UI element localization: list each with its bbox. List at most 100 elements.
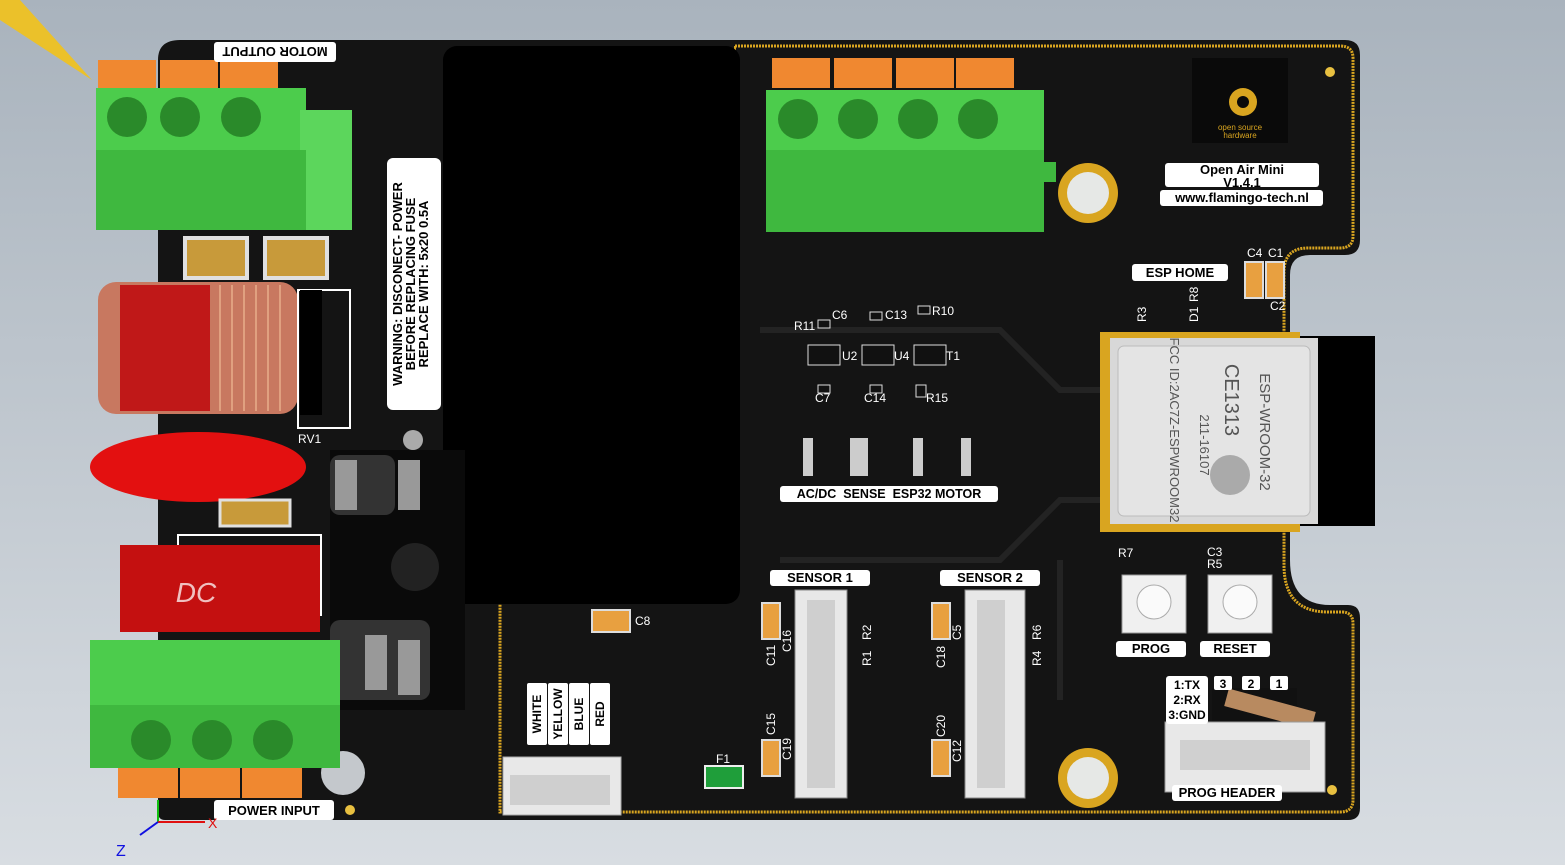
- ref-r8: R8: [1187, 286, 1201, 302]
- warning-label: WARNING: DISCONECT- POWER BEFORE REPLACI…: [390, 182, 431, 386]
- ref-c18: C18: [934, 646, 948, 668]
- axis-indicator: [139, 800, 205, 836]
- status-leds: [803, 438, 971, 476]
- ref-r1: R1: [860, 650, 874, 666]
- ref-c2: C2: [1270, 299, 1286, 313]
- board-version: V1.4.1: [1223, 175, 1261, 190]
- sensor1-label: SENSOR 1: [787, 570, 853, 585]
- smd-cluster: [807, 305, 947, 398]
- reset-button[interactable]: [1207, 574, 1273, 634]
- fuse-holder: [330, 430, 465, 710]
- board-title: Open Air Mini: [1200, 162, 1284, 177]
- mounting-hole-top: [1058, 163, 1118, 223]
- ref-f1: F1: [716, 752, 730, 766]
- prog-header-connector: [1164, 688, 1326, 793]
- cap-small: [218, 498, 292, 528]
- ref-u4: U4: [894, 349, 910, 363]
- cap-c1: [1265, 261, 1285, 299]
- ref-r4: R4: [1030, 650, 1044, 666]
- power-input-label: POWER INPUT: [228, 803, 320, 818]
- pad-dot-3: [345, 805, 355, 815]
- reset-label: RESET: [1213, 641, 1256, 656]
- module-fcc: FCC ID:2AC7Z-ESPWROOM32: [1167, 338, 1182, 523]
- ref-c5: C5: [950, 624, 964, 640]
- sensor2-label: SENSOR 2: [957, 570, 1023, 585]
- cap-c4: [1244, 261, 1264, 299]
- status-leds-label: AC/DC SENSE ESP32 MOTOR: [797, 487, 982, 501]
- label-boxes: [214, 42, 1323, 820]
- wire-yellow: YELLOW: [551, 688, 565, 740]
- ref-c7: C7: [815, 391, 831, 405]
- prog-label: PROG: [1132, 641, 1170, 656]
- cap-left-1: [183, 236, 249, 280]
- pin2-label: 2: [1248, 677, 1255, 691]
- varistor-rv1: [90, 432, 306, 502]
- ref-r15: R15: [926, 391, 948, 405]
- gear-icon: [1229, 88, 1257, 116]
- dc-capacitor: [120, 545, 320, 632]
- inductor: [98, 282, 351, 429]
- sensor2-connector: [964, 589, 1026, 799]
- module-ce: CE1313: [1220, 364, 1242, 436]
- module-brand: ESP-WROOM-32: [1256, 373, 1273, 491]
- prog-button[interactable]: [1121, 574, 1187, 634]
- ref-c19: C19: [780, 738, 794, 760]
- ref-c11: C11: [764, 645, 778, 666]
- cap-left-2: [263, 236, 329, 280]
- axis-x-label: X: [208, 815, 218, 831]
- ref-designators: C6 C13 R10 R11 U2 U4 T1 C7 C14 R15 C8 F1…: [298, 246, 1286, 766]
- sensor1-connector: [794, 589, 848, 799]
- relay-block: [443, 46, 740, 604]
- pin3-label: 3: [1220, 677, 1227, 691]
- board-url: www.flamingo-tech.nl: [1174, 190, 1309, 205]
- ref-c16: C16: [780, 630, 794, 652]
- ref-rv1: RV1: [298, 432, 321, 446]
- oshw-line1: open source: [1218, 123, 1263, 132]
- esp32-module: [1100, 332, 1375, 532]
- ref-c8: C8: [635, 614, 651, 628]
- cap-c8: [591, 609, 631, 633]
- ref-c20: C20: [934, 715, 948, 737]
- ref-r2: R2: [860, 624, 874, 640]
- pin-tx-label: 1:TX: [1174, 678, 1200, 692]
- ref-c12: C12: [950, 740, 964, 762]
- axis-z-label: Z: [116, 843, 126, 860]
- light-ray: [0, 0, 92, 80]
- ref-c14: C14: [864, 391, 886, 405]
- svg-text:WARNING: DISCONECT- POWER: WARNING: DISCONECT- POWER: [390, 182, 405, 386]
- ref-c15: C15: [764, 713, 778, 735]
- pin1-label: 1: [1276, 677, 1283, 691]
- mounting-hole-bottom: [1058, 748, 1118, 808]
- ref-r10: R10: [932, 304, 954, 318]
- svg-text:REPLACE WITH: 5x20 0.5A: REPLACE WITH: 5x20 0.5A: [416, 200, 431, 367]
- pad-dot-1: [1325, 67, 1335, 77]
- ref-u2: U2: [842, 349, 858, 363]
- module-rid: 211-16107: [1197, 414, 1212, 475]
- oshw-line2: hardware: [1223, 131, 1257, 140]
- ref-r3: R3: [1135, 306, 1149, 322]
- wire-red: RED: [593, 701, 607, 727]
- pin-rx-label: 2:RX: [1173, 693, 1200, 707]
- output-terminal-right: [766, 58, 1056, 232]
- pad-dot-2: [1327, 785, 1337, 795]
- ref-c13: C13: [885, 308, 907, 322]
- ref-c4: C4: [1247, 246, 1263, 260]
- sensor-caps: [761, 602, 951, 777]
- power-input-terminal: [90, 640, 340, 798]
- fuse-f1: [704, 765, 744, 789]
- esp-home-label: ESP HOME: [1146, 265, 1215, 280]
- ref-c3: C3: [1207, 545, 1223, 559]
- ref-r5: R5: [1207, 557, 1223, 571]
- ref-d1: D1: [1187, 306, 1201, 322]
- prog-header-label: PROG HEADER: [1179, 785, 1276, 800]
- svg-text:BEFORE REPLACING FUSE: BEFORE REPLACING FUSE: [403, 197, 418, 370]
- wire-connector: [502, 756, 622, 816]
- ref-r7: R7: [1118, 546, 1134, 560]
- ref-c1: C1: [1268, 246, 1284, 260]
- traces: [760, 327, 1100, 700]
- ref-r11: R11: [794, 319, 815, 333]
- wire-blue: BLUE: [572, 698, 586, 731]
- ref-t1: T1: [946, 349, 960, 363]
- ref-c6: C6: [832, 308, 848, 322]
